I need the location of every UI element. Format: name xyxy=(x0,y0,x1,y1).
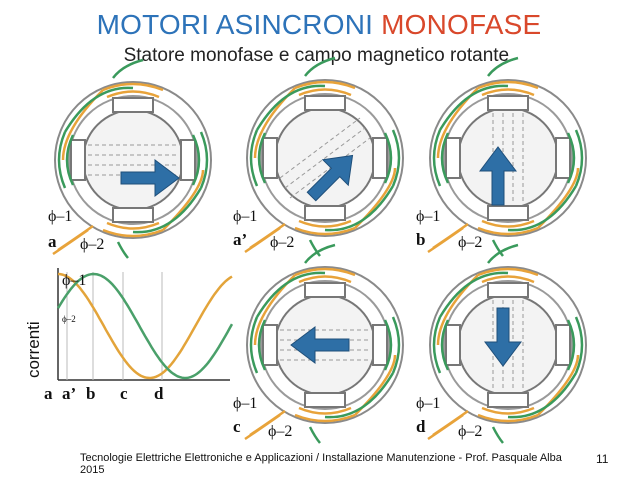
phi2-current-curve xyxy=(56,272,234,380)
waveform-tick-d: d xyxy=(154,384,164,403)
slide-subtitle: Statore monofase e campo magnetico rotan… xyxy=(123,45,515,66)
panel-label-b: b xyxy=(416,230,425,249)
phi2-label-a-prime: ϕ–2 xyxy=(270,234,294,251)
phi2-label-d: ϕ–2 xyxy=(458,423,482,440)
slide-title: MOTORI ASINCRONI MONOFASE xyxy=(0,10,638,40)
field-arrow-up-right xyxy=(306,154,354,202)
phi2-label-c: ϕ–2 xyxy=(268,423,292,440)
motor-panel-a-prime xyxy=(243,56,405,258)
title-part1: MOTORI ASINCRONI xyxy=(96,9,374,40)
field-arrow-left xyxy=(290,326,350,364)
panel-label-a-prime: a’ xyxy=(233,230,247,249)
phi1-label-c: ϕ–1 xyxy=(233,395,257,412)
phi1-label-d: ϕ–1 xyxy=(416,395,440,412)
current-waveform-plot: ϕ–1 ϕ–2 a a’ b c d xyxy=(44,268,234,403)
phi1-current-curve xyxy=(57,272,233,380)
motor-panel-a xyxy=(51,58,213,260)
waveform-phi2-label: ϕ–2 xyxy=(62,314,76,324)
slide-footer: Tecnologie Elettriche Elettroniche e App… xyxy=(80,452,562,476)
phi1-label-b: ϕ–1 xyxy=(416,208,440,225)
phi1-label-a-prime: ϕ–1 xyxy=(233,208,257,225)
phi2-label-b: ϕ–2 xyxy=(458,234,482,251)
field-arrow-up xyxy=(479,146,517,206)
title-part2: MONOFASE xyxy=(381,9,542,40)
waveform-tick-c: c xyxy=(120,384,128,403)
motor-panel-c xyxy=(243,243,405,445)
field-arrow-down xyxy=(484,307,522,367)
field-arrow-right xyxy=(120,159,180,197)
waveform-tick-a-prime: a’ xyxy=(62,384,76,403)
waveform-tick-a: a xyxy=(44,384,53,403)
waveform-y-label: correnti xyxy=(24,321,43,378)
motor-panel-b xyxy=(426,56,588,258)
motor-panel-d xyxy=(426,243,588,445)
panel-label-a: a xyxy=(48,232,57,251)
panel-label-c: c xyxy=(233,417,241,436)
panel-label-d: d xyxy=(416,417,426,436)
phi1-label-a: ϕ–1 xyxy=(48,208,72,225)
waveform-phi1-label: ϕ–1 xyxy=(62,272,86,289)
phi2-label-a: ϕ–2 xyxy=(80,236,104,253)
page-number: 11 xyxy=(596,452,609,466)
waveform-tick-b: b xyxy=(86,384,95,403)
